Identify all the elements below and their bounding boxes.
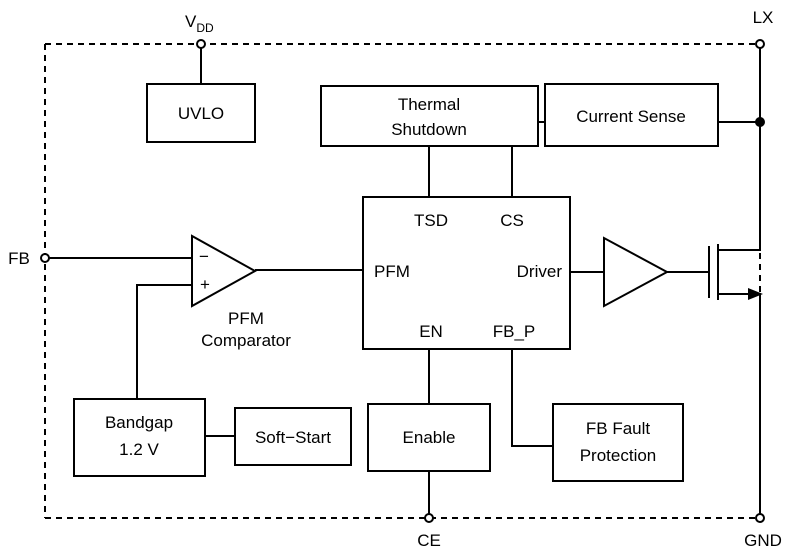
vdd-label-main: V	[185, 12, 197, 31]
gnd-label: GND	[744, 531, 782, 550]
enable-block	[367, 403, 491, 472]
controller-block	[362, 196, 571, 350]
port-cs: CS	[500, 211, 524, 230]
fb-label: FB	[8, 249, 30, 268]
junction-dot	[755, 117, 765, 127]
ce-pin	[424, 513, 434, 523]
uvlo-block	[146, 83, 256, 143]
current-sense-label: Current Sense	[576, 107, 686, 126]
port-tsd: TSD	[414, 211, 448, 230]
lx-pin	[755, 39, 765, 49]
bandgap-label-line2: 1.2 V	[119, 440, 159, 459]
soft-start-label: Soft−Start	[255, 428, 331, 447]
fb-fault-protection-block	[552, 403, 684, 482]
soft-start-block	[234, 407, 352, 466]
port-fb-p: FB_P	[493, 322, 536, 341]
current-sense-block	[544, 83, 719, 147]
driver-buffer	[603, 236, 670, 308]
fb-pin	[40, 253, 50, 263]
bandgap-label-line1: Bandgap	[105, 413, 173, 432]
comparator-plus: +	[200, 275, 210, 294]
port-pfm: PFM	[374, 262, 410, 281]
lx-label: LX	[753, 8, 774, 27]
fb-fault-label-line2: Protection	[580, 446, 657, 465]
gnd-pin	[755, 513, 765, 523]
port-en: EN	[419, 322, 443, 341]
vdd-pin	[196, 39, 206, 49]
comparator-label-line1: PFM	[228, 309, 264, 328]
enable-label: Enable	[403, 428, 456, 447]
thermal-label-line1: Thermal	[398, 95, 460, 114]
comparator-minus: −	[199, 247, 209, 266]
vdd-label-sub: DD	[196, 21, 214, 35]
fb-fault-label-line1: FB Fault	[586, 419, 651, 438]
bandgap-block	[73, 398, 206, 477]
vdd-label: VDD	[185, 12, 214, 35]
pfm-comparator: − +	[191, 234, 258, 308]
uvlo-label: UVLO	[178, 104, 224, 123]
thermal-label-line2: Shutdown	[391, 120, 467, 139]
power-mosfet	[708, 244, 763, 300]
thermal-shutdown-block	[320, 85, 539, 147]
comparator-label-line2: Comparator	[201, 331, 291, 350]
port-driver: Driver	[517, 262, 563, 281]
ce-label: CE	[417, 531, 441, 550]
